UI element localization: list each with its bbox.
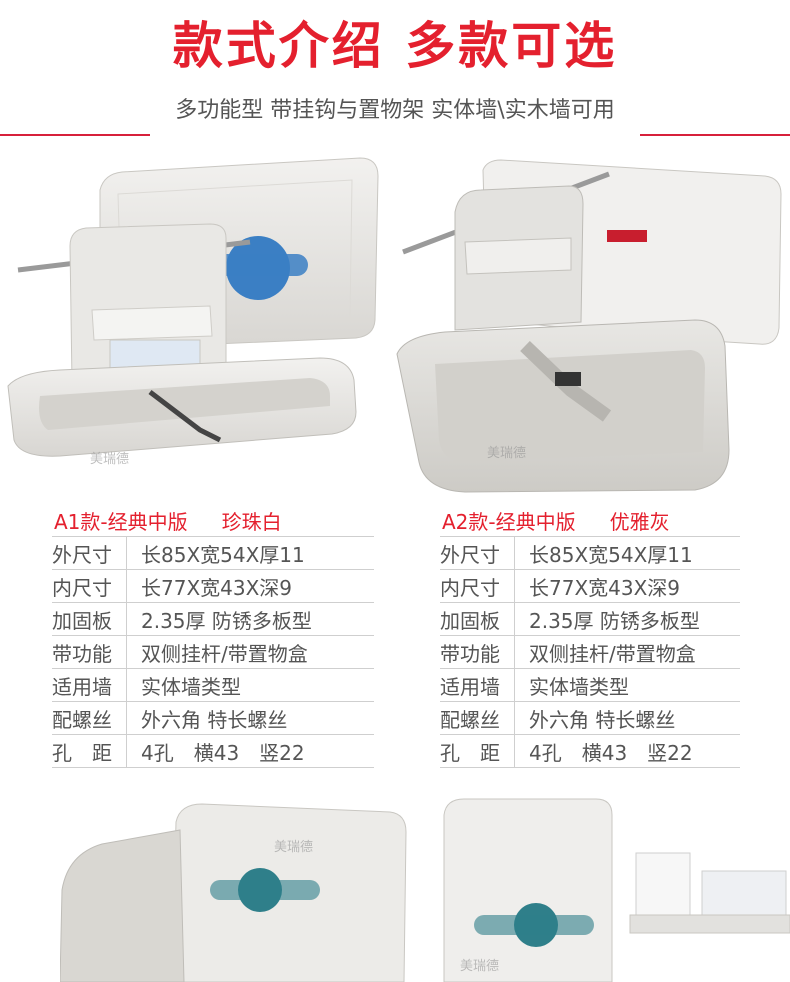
- spec-label: 孔 距: [440, 734, 515, 768]
- spec-value: 实体墙类型: [514, 668, 740, 702]
- watermark: 美瑞德: [90, 452, 130, 467]
- spec-value: 长77X宽43X深9: [126, 569, 374, 603]
- model-name: A1款-经典中版: [54, 510, 188, 534]
- page-title: 款式介绍 多款可选: [172, 17, 618, 75]
- spec-label: 内尺寸: [52, 569, 127, 603]
- model-title-a1: A1款-经典中版 珍珠白: [54, 508, 282, 536]
- model-color: 珍珠白: [221, 510, 282, 534]
- product-image-a2: 美瑞德: [395, 150, 790, 510]
- spec-value: 4孔 横43 竖22: [514, 734, 740, 768]
- spec-label: 外尺寸: [52, 536, 127, 570]
- table-row: 外尺寸长85X宽54X厚11: [440, 536, 740, 570]
- spec-label: 配螺丝: [440, 701, 515, 735]
- table-row: 外尺寸长85X宽54X厚11: [52, 536, 374, 570]
- spec-label: 适用墙: [440, 668, 515, 702]
- spec-label: 加固板: [52, 602, 127, 636]
- product-image-b1: 美瑞德: [60, 800, 410, 982]
- model-color: 优雅灰: [609, 510, 670, 534]
- model-title-a2: A2款-经典中版 优雅灰: [442, 508, 670, 536]
- spec-value: 长85X宽54X厚11: [514, 536, 740, 570]
- spec-value: 外六角 特长螺丝: [126, 701, 374, 735]
- spec-label: 适用墙: [52, 668, 127, 702]
- spec-label: 孔 距: [52, 734, 127, 768]
- divider-left: [0, 134, 150, 136]
- page-subtitle: 多功能型 带挂钩与置物架 实体墙\实木墙可用: [175, 98, 615, 123]
- spec-value: 双侧挂杆/带置物盒: [126, 635, 374, 669]
- spec-label: 带功能: [440, 635, 515, 669]
- watermark: 美瑞德: [487, 446, 527, 461]
- table-row: 内尺寸长77X宽43X深9: [52, 569, 374, 603]
- table-row: 适用墙实体墙类型: [52, 668, 374, 702]
- spec-label: 内尺寸: [440, 569, 515, 603]
- table-row: 适用墙实体墙类型: [440, 668, 740, 702]
- spec-value: 长77X宽43X深9: [514, 569, 740, 603]
- spec-label: 外尺寸: [440, 536, 515, 570]
- divider-right: [640, 134, 790, 136]
- watermark: 美瑞德: [274, 840, 314, 855]
- spec-label: 配螺丝: [52, 701, 127, 735]
- product-image-a1: 美瑞德: [0, 150, 380, 510]
- table-row: 带功能双侧挂杆/带置物盒: [52, 635, 374, 669]
- table-row: 配螺丝外六角 特长螺丝: [52, 701, 374, 735]
- table-row: 配螺丝外六角 特长螺丝: [440, 701, 740, 735]
- product-image-b2: 美瑞德: [440, 795, 790, 982]
- model-name: A2款-经典中版: [442, 510, 576, 534]
- table-row: 内尺寸长77X宽43X深9: [440, 569, 740, 603]
- spec-value: 外六角 特长螺丝: [514, 701, 740, 735]
- spec-value: 长85X宽54X厚11: [126, 536, 374, 570]
- spec-value: 实体墙类型: [126, 668, 374, 702]
- spec-label: 带功能: [52, 635, 127, 669]
- spec-value: 2.35厚 防锈多板型: [126, 602, 374, 636]
- watermark: 美瑞德: [460, 959, 500, 974]
- spec-value: 双侧挂杆/带置物盒: [514, 635, 740, 669]
- spec-value: 4孔 横43 竖22: [126, 734, 374, 768]
- spec-label: 加固板: [440, 602, 515, 636]
- table-row: 带功能双侧挂杆/带置物盒: [440, 635, 740, 669]
- spec-value: 2.35厚 防锈多板型: [514, 602, 740, 636]
